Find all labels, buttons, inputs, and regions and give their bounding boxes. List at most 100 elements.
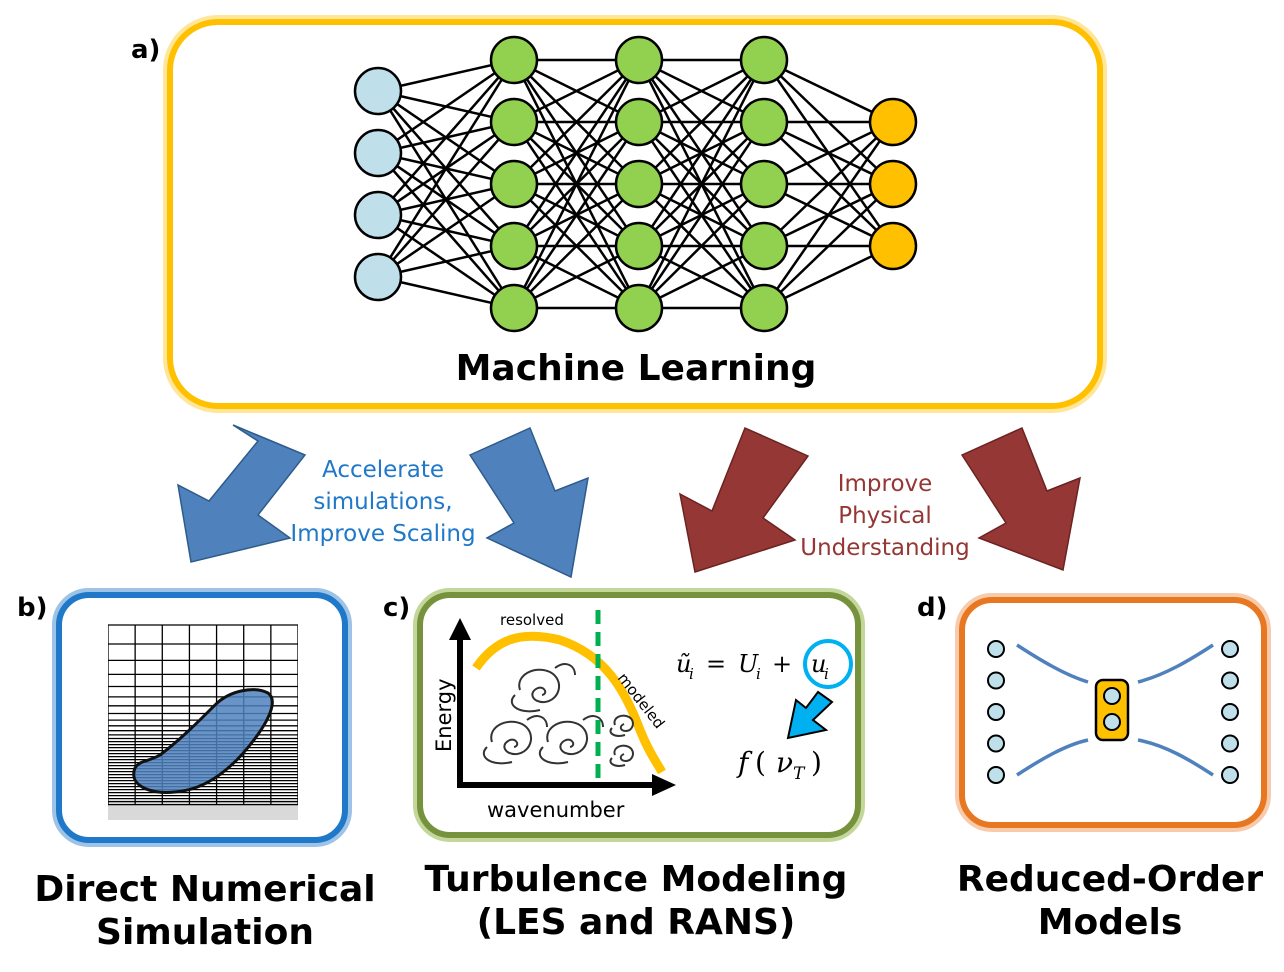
svg-text:i: i [689,665,694,683]
rom-node [1221,671,1239,690]
panel-b-letter: b) [17,593,48,623]
svg-text:u: u [811,650,826,678]
panel-c-letter: c) [383,593,411,623]
dns-floor [108,800,298,820]
hidden-node [739,283,789,333]
network-edge [762,121,895,309]
fluctuation-highlight-circle [803,639,853,689]
input-node [353,66,403,116]
rom-title-line-2: Models [1037,902,1183,944]
rom-title-line-1: Reduced-Order [956,859,1264,900]
rom-node [987,734,1005,753]
arrow-to-turbulence-red [678,426,810,573]
network-edge [637,121,766,309]
hidden-node [739,35,789,85]
dns-title: Direct Numerical Simulation [20,868,390,954]
panel-a-letter: a) [131,35,161,65]
energy-axis-label: Energy [432,678,456,752]
dns-panel [52,588,352,847]
hidden-node [614,35,664,85]
hidden-node [614,97,664,147]
turbulence-box-border [417,592,861,838]
network-edge [512,59,641,247]
latent-node [1103,713,1121,731]
accelerate-line-2: simulations, [313,489,453,515]
rom-node [1221,734,1239,753]
network-edge [637,59,766,309]
model-arrow [786,690,834,740]
network-edge [513,183,640,309]
dns-title-line-2: Simulation [96,912,314,954]
arrow-to-rom [960,426,1081,572]
autoencoder-nodes [987,640,1239,784]
network-edge [638,183,765,309]
hidden-node [489,283,539,333]
svg-text:+: + [772,650,792,678]
arrows [177,424,1081,579]
svg-text:i: i [824,665,829,683]
svg-text:T: T [793,764,806,784]
input-node [353,190,403,240]
hidden-node [739,159,789,209]
accelerate-note: Accelerate simulations, Improve Scaling [278,454,488,550]
input-node [353,252,403,302]
y-axis-arrowhead [449,618,471,640]
network-edge [512,121,641,309]
turbulence-title: Turbulence Modeling (LES and RANS) [405,858,867,944]
rom-node [987,640,1005,658]
arrow-to-turbulence-blue [468,426,589,579]
svg-text:U: U [738,650,759,678]
resolved-label: resolved [500,611,564,629]
rom-node [987,703,1005,721]
rom-node [987,671,1005,690]
rom-node [1221,703,1239,721]
svg-text:(: ( [755,746,766,779]
decomposition-equation: ũ i = U i + u i [676,650,829,683]
network-edge [763,121,894,247]
improve-line-1: Improve [837,471,933,497]
network-edge [377,59,515,216]
dns-title-line-1: Direct Numerical [34,869,376,910]
improve-line-3: Understanding [800,535,970,561]
turbulence-title-line-2: (LES and RANS) [476,902,796,944]
hidden-node [489,159,539,209]
hidden-node [739,221,789,271]
accelerate-line-3: Improve Scaling [290,521,476,547]
network-edge [513,59,640,185]
hidden-node [614,159,664,209]
rom-title: Reduced-Order Models [940,858,1280,944]
svg-text:i: i [756,665,761,683]
hidden-node [489,35,539,85]
svg-text:): ) [811,746,822,779]
output-node [868,97,918,147]
hidden-node [489,97,539,147]
rom-node [1221,640,1239,658]
rom-node [1221,766,1239,784]
accelerate-line-1: Accelerate [321,457,445,483]
improve-line-2: Physical [838,503,932,529]
network-edge [763,183,894,309]
autoencoder-curves [1016,643,1214,777]
network-edge [638,59,765,185]
network-nodes [353,35,918,333]
wavenumber-axis-label: wavenumber [487,798,625,822]
panel-d-letter: d) [917,593,948,623]
x-axis-arrowhead [652,774,676,796]
machine-learning-panel: Machine Learning [163,15,1107,413]
turbulence-title-line-1: Turbulence Modeling [424,859,848,900]
network-edge [512,59,641,309]
rom-node [987,766,1005,784]
output-node [868,221,918,271]
dns-blob [132,688,274,795]
rom-panel [955,593,1271,832]
hidden-node [489,221,539,271]
latent-node [1103,687,1121,705]
ml-title: Machine Learning [456,348,817,389]
arrow-to-dns [177,424,307,563]
network-edge [376,59,516,278]
turbulence-panel: resolved modeled Energy wavenumber ũ i =… [413,588,865,842]
network-edge [377,182,515,279]
hidden-node [614,221,664,271]
svg-text:=: = [706,650,726,678]
output-node [868,159,918,209]
